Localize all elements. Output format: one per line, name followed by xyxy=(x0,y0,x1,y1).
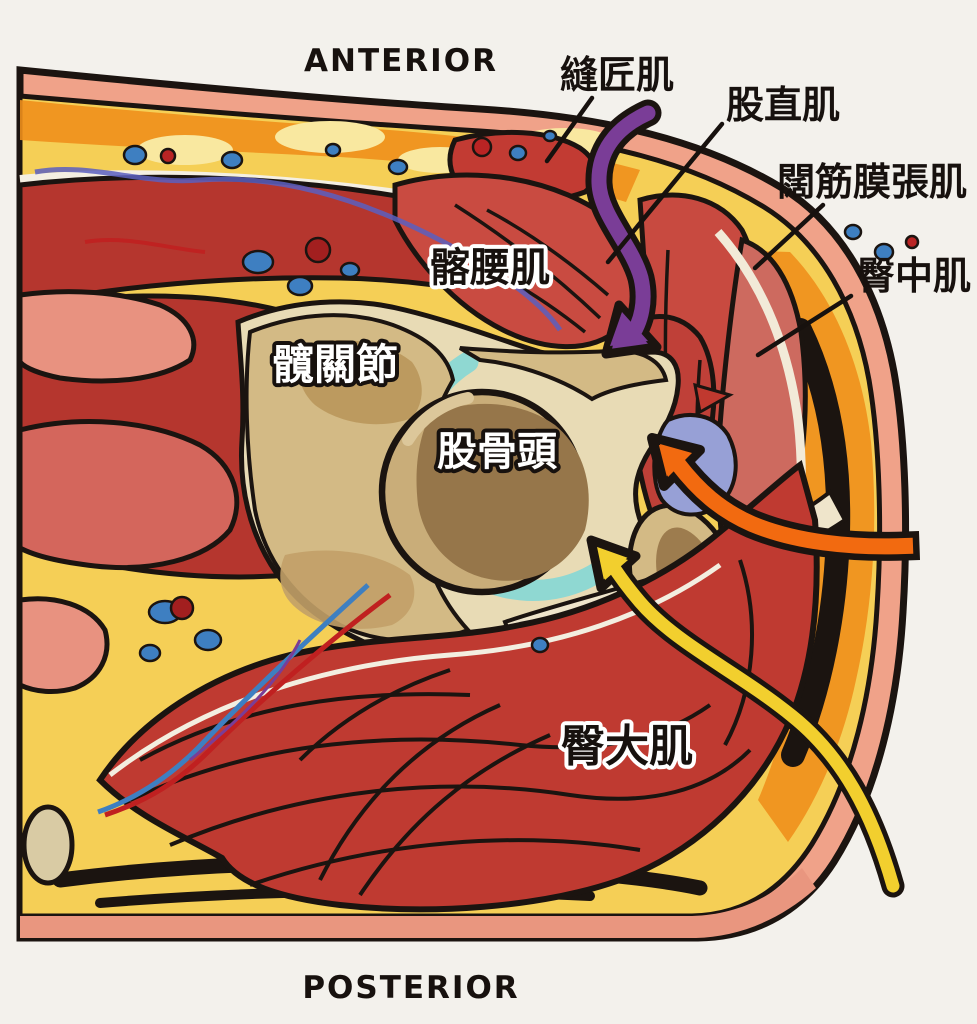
bone-oval-lower-left xyxy=(21,804,75,886)
labels: ANTERIOR POSTERIOR 縫匠肌 股直肌 闊筋膜張肌 臀中肌 髂腰肌… xyxy=(268,43,971,1006)
label-sartorius: 縫匠肌 xyxy=(560,53,674,97)
leader-tfl xyxy=(752,202,826,271)
gluteus-maximus-region xyxy=(96,459,820,913)
leader-gluteus-medius xyxy=(755,293,854,358)
vessels xyxy=(21,129,920,886)
label-tensor-fasciae-latae: 闊筋膜張肌 xyxy=(777,160,967,204)
label-hip-joint: 髖關節 xyxy=(272,340,398,389)
purple-curved-arrow xyxy=(585,99,662,359)
yellow-curved-arrow xyxy=(586,535,905,898)
label-iliopsoas: 髂腰肌 xyxy=(430,245,550,291)
arrows xyxy=(585,99,921,898)
leader-rectus-femoris xyxy=(605,121,725,265)
leader-lines xyxy=(544,95,854,358)
leader-sartorius xyxy=(544,95,595,164)
orientation-anterior: ANTERIOR xyxy=(304,43,498,79)
label-gluteus-maximus: 臀大肌 xyxy=(561,721,693,772)
orange-curved-arrow xyxy=(647,433,921,561)
label-gluteus-medius: 臀中肌 xyxy=(857,254,971,298)
orientation-posterior: POSTERIOR xyxy=(302,970,519,1006)
label-rectus-femoris: 股直肌 xyxy=(726,83,840,127)
skin-strip-bottom xyxy=(20,868,816,938)
label-femoral-head: 股骨頭 xyxy=(437,429,558,475)
